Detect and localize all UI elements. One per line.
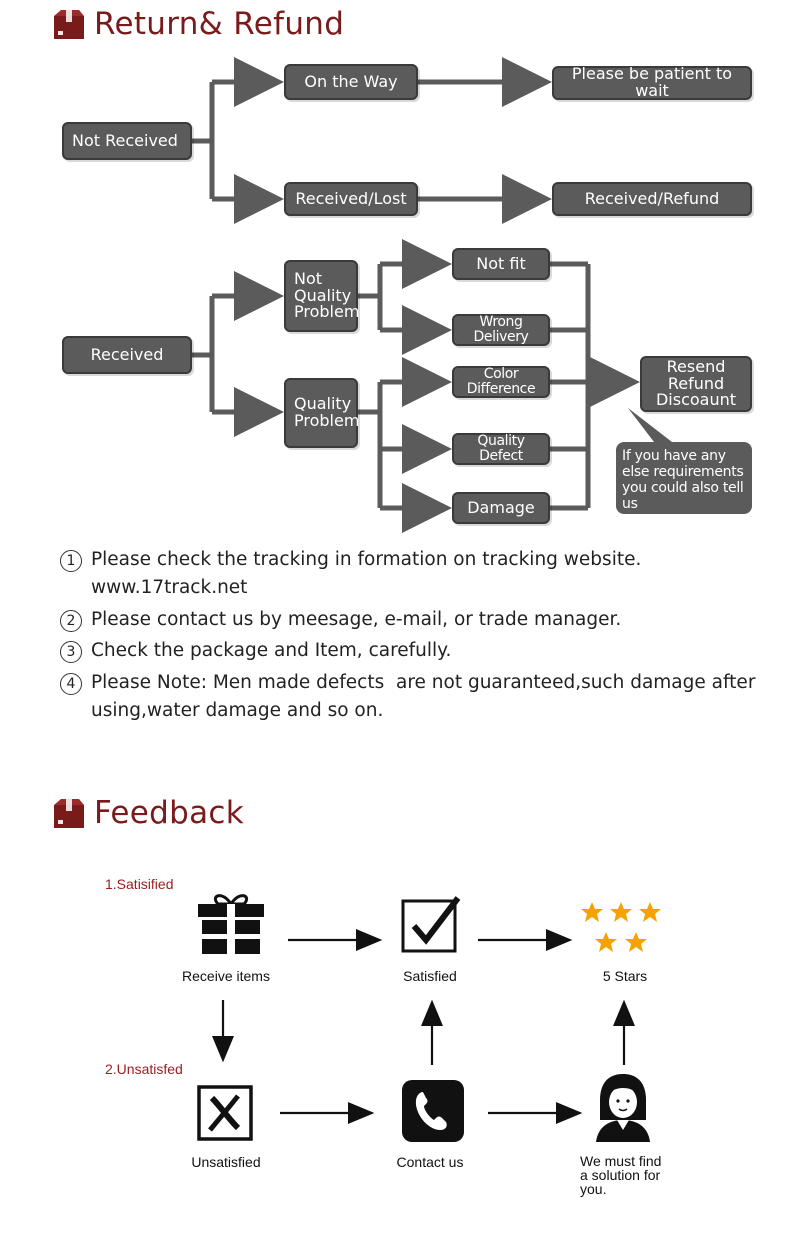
node-damage: Damage [452, 492, 550, 524]
note-number: 2 [60, 609, 82, 632]
caption-unsatisfied: Unsatisfied [191, 1154, 261, 1170]
node-received-refund: Received/Refund [552, 182, 752, 216]
package-icon [54, 799, 84, 828]
caption-solution: We must find a solution for you. [580, 1153, 662, 1197]
phone-icon [402, 1080, 464, 1142]
node-color-difference: Color Difference [452, 366, 550, 398]
feedback-title: Feedback [94, 795, 245, 831]
caption-satisfied: Satisfied [403, 968, 457, 984]
return-refund-heading: Return& Refund [52, 6, 344, 42]
node-not-fit: Not fit [452, 248, 550, 280]
gift-icon [198, 894, 264, 954]
node-please-wait: Please be patient to wait [552, 65, 752, 100]
return-refund-title: Return& Refund [94, 6, 345, 42]
note-number: 3 [60, 641, 82, 664]
support-agent-icon [596, 1074, 650, 1142]
stars-icon [581, 902, 661, 952]
checkbox-check-icon [401, 896, 461, 953]
node-resolution: Resend Refund Discoaunt [640, 356, 752, 412]
satisfied-label: 1.Satisified [105, 876, 174, 892]
note-item: 4 Please Note: Men made defects are not … [60, 669, 780, 725]
node-not-received: Not Received [62, 122, 192, 160]
return-flowchart-connectors [192, 57, 672, 533]
node-on-the-way: On the Way [284, 64, 418, 100]
node-not-quality-problem: Not Quality Problem [284, 260, 359, 332]
caption-receive-items: Receive items [182, 968, 270, 984]
note-number: 4 [60, 673, 82, 695]
node-quality-defect: Quality Defect [452, 433, 550, 465]
note-text: Please contact us by meesage, e-mail, or… [91, 608, 622, 630]
note-number: 1 [60, 550, 82, 572]
bubble-tail [628, 408, 672, 442]
unsatisfied-label: 2.Unsatisfed [105, 1061, 183, 1077]
checkbox-x-icon [197, 1085, 253, 1141]
feedback-heading: Feedback [52, 795, 244, 831]
note-item: 3 Check the package and Item, carefully. [60, 637, 780, 665]
requirements-bubble: If you have any else requirements you co… [616, 442, 752, 514]
note-text: Please check the tracking in formation o… [91, 549, 642, 598]
note-item: 1 Please check the tracking in formation… [60, 546, 780, 602]
notes-list: 1 Please check the tracking in formation… [60, 546, 780, 729]
caption-5-stars: 5 Stars [602, 968, 648, 984]
note-text: Check the package and Item, carefully. [91, 640, 452, 662]
note-item: 2 Please contact us by meesage, e-mail, … [60, 606, 780, 634]
node-wrong-delivery: Wrong Delivery [452, 314, 550, 346]
node-quality-problem: Quality Problem [284, 378, 359, 448]
node-received: Received [62, 336, 192, 374]
node-received-lost: Received/Lost [284, 182, 418, 216]
note-text: Please Note: Men made defects are not gu… [91, 672, 762, 721]
package-icon [54, 10, 84, 39]
caption-contact-us: Contact us [396, 1154, 464, 1170]
